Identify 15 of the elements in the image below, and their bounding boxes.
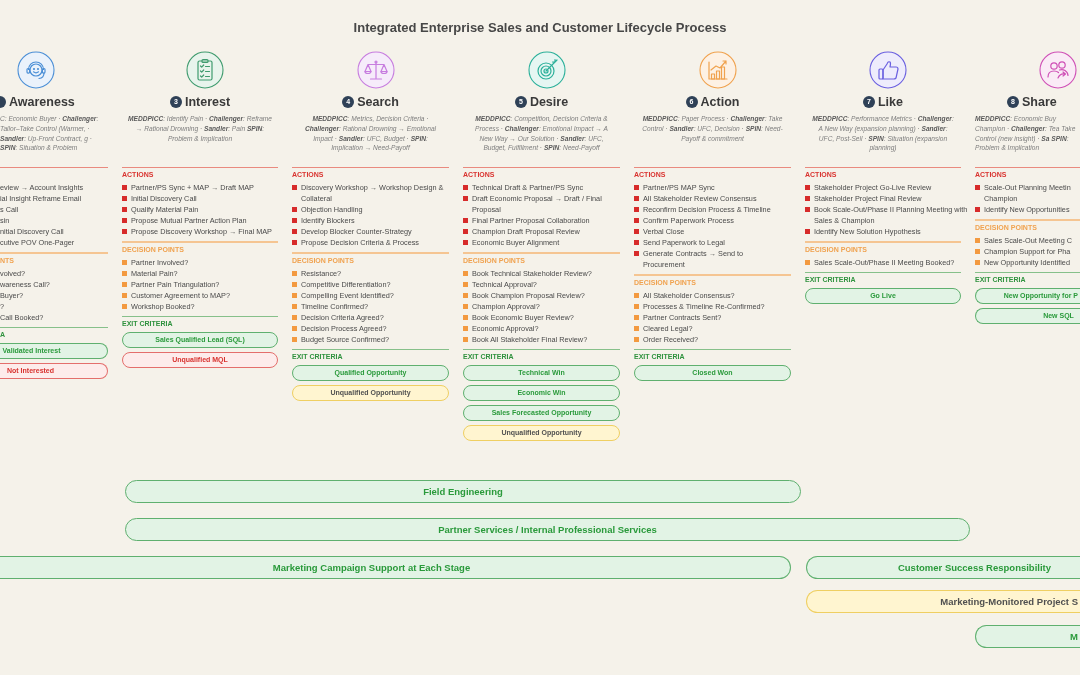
team-lane-bar: M — [975, 625, 1080, 648]
team-lane-bar: Customer Success Responsibility — [806, 556, 1080, 579]
stage-heading: Search — [357, 94, 399, 110]
stage-heading: Awareness — [9, 94, 75, 110]
stage-heading: Desire — [529, 94, 569, 110]
stage-heading: Interest — [184, 94, 231, 110]
team-lane-bar: Field Engineering — [125, 480, 801, 503]
team-lane-bar: Marketing Campaign Support at Each Stage — [0, 556, 791, 579]
page-title: Integrated Enterprise Sales and Customer Lifecycle Process — [353, 20, 727, 36]
stage-heading: Like — [878, 94, 903, 110]
stage-heading: Share — [1022, 94, 1057, 110]
team-lane-bar: Partner Services / Internal Professional Services — [125, 518, 970, 541]
step-badge — [0, 96, 6, 108]
team-lane-bar: Marketing-Monitored Project S — [806, 590, 1080, 613]
stage-heading: Action — [700, 94, 740, 110]
